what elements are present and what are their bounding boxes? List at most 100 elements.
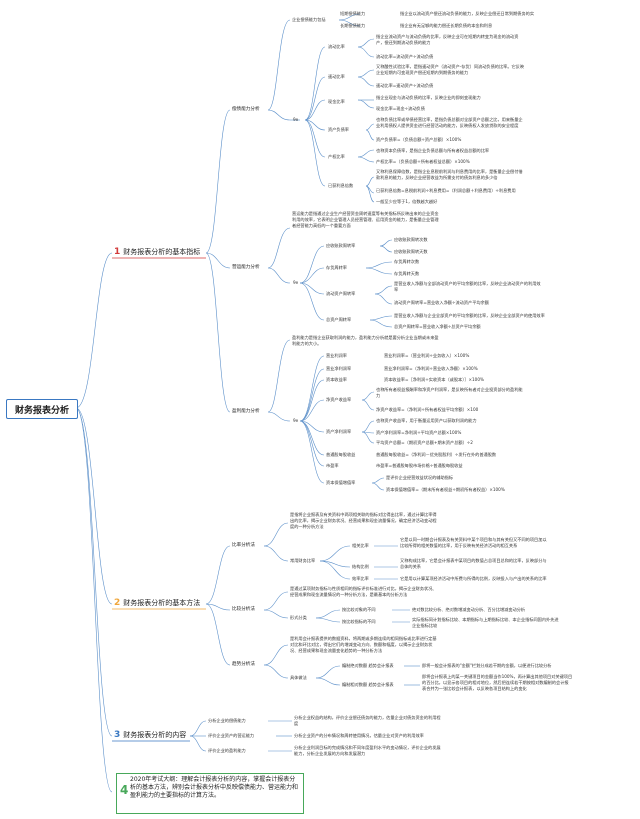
comparative-desc: 是通过某项财务指标与性质相同的指标评价标准进行对比，揭示企业财务状况、	[290, 586, 437, 591]
debt-ability-node[interactable]: 偿债能力分析	[232, 107, 260, 112]
common-ratios-node[interactable]: 常用财务比率	[290, 558, 316, 563]
content-operation-node[interactable]: 评价企业资产的营运能力	[208, 733, 255, 738]
ratio-analysis-node[interactable]: 比率分析法	[232, 543, 255, 548]
eps-node[interactable]: 普通股每股收益	[326, 452, 356, 457]
total-turnover-desc: 是营业收入净额与企业全部资产的平均余额的比率，反映企业全部资产的使用效率	[394, 313, 545, 318]
section-title: 财务报表分析的内容	[123, 731, 187, 739]
roa-node[interactable]: 资产净利润率	[326, 429, 352, 434]
interest-desc: 又称利息保障倍数，是指企业息税前利润与利息费用的比率，是衡量企业偿付借	[376, 169, 523, 174]
section-1-node[interactable]: 1 财务报表分析的基本指标	[114, 247, 200, 257]
vertical-trend-node[interactable]: 编制相对数额 趋势会计报表	[342, 682, 394, 687]
interest-formula: 已获利息倍数=息税前利润÷利息费用=（利润总额＋利息费用）÷利息费用	[376, 188, 516, 193]
debt-ratio-node[interactable]: 资产负债率	[328, 127, 349, 132]
trend-desc-2: 对比和环比对比，得出它们的增减变动方向、数额和幅度，以揭示企业财务状	[290, 642, 433, 647]
efficiency-ratio-desc: 它是用以计算某项经济活动中所费与所得的比例，反映投入与产出的关系的比率	[400, 576, 547, 581]
exam-syllabus-box[interactable]: 4 2020年考试大纲：理解会计报表分析的内容，掌握会计报表分析的基本方法，辨别…	[116, 773, 304, 814]
net-margin-node[interactable]: 营业净利润率	[326, 366, 352, 371]
section-3-node[interactable]: 3 财务报表分析的内容	[114, 730, 186, 740]
section-number: 4	[120, 783, 129, 797]
quick-ratio-node[interactable]: 速动比率	[328, 74, 345, 79]
pe-node[interactable]: 市盈率	[326, 463, 339, 468]
section-number: 2	[114, 598, 121, 608]
equity-ratio-formula: 产权比率=（负债总额÷所有者权益总额）×100%	[376, 159, 470, 164]
capital-return-node[interactable]: 资本收益率	[326, 377, 347, 382]
receivable-days: 应收账款周转天数	[394, 249, 428, 254]
horizontal-trend-node[interactable]: 编制绝对数额 趋势会计报表	[342, 663, 394, 668]
section-number: 1	[114, 247, 121, 257]
capital-preservation-desc: 是评价企业经营效益状况的辅助指标	[386, 475, 454, 480]
content-debt-node[interactable]: 分析企业的偿债能力	[208, 718, 246, 723]
current-turnover-desc-2: 率	[394, 287, 399, 292]
form-classification-node[interactable]: 形式分类	[290, 615, 307, 620]
cash-ratio-node[interactable]: 现金比率	[328, 99, 345, 104]
section-number: 3	[114, 730, 121, 740]
vertical-trend-desc-2: 的百分比，以显示各项目的相对地位，然后把连续若干期按相对数编制的会计报	[422, 680, 569, 685]
receivable-turnover-node[interactable]: 应收账款周转率	[326, 243, 356, 248]
section-2-node[interactable]: 2 财务报表分析的基本方法	[114, 598, 200, 608]
operating-margin-node[interactable]: 营业利润率	[326, 353, 347, 358]
cash-ratio-desc: 指企业现金与流动负债的比率，反映企业的即刻变现能力	[376, 95, 481, 100]
roe-node[interactable]: 净资产收益率	[326, 397, 352, 402]
content-debt-desc: 分析企业权益的结构，评价企业偿还债务的能力，估量企业对债务资金的利用程	[294, 715, 441, 720]
roa-desc: 也称资产收益率，用于衡量运用资产以获取利润的能力	[376, 418, 477, 423]
current-asset-turnover-node[interactable]: 流动资产周转率	[326, 291, 356, 296]
profit-ability-node[interactable]: 盈利能力分析	[232, 409, 260, 414]
ratio-analysis-desc-3: 度的一种分析方法	[290, 524, 324, 529]
current-ratio-desc-2: 产，偿还到期流动负债的能力	[376, 40, 431, 45]
long-term-label[interactable]: 长期偿债能力	[340, 23, 366, 28]
current-turnover-formula: 流动资产周转率=营业收入净额÷流动资产平均余额	[394, 300, 489, 305]
interest-cover-node[interactable]: 已获利息倍数	[328, 183, 354, 188]
receivable-times: 应收账款周转次数	[394, 237, 428, 242]
cash-ratio-formula: 现金比率=现金÷流动负债	[376, 106, 425, 111]
efficiency-ratio-node[interactable]: 效率比率	[352, 576, 369, 581]
quick-ratio-desc: 又称酸性试验比率，是指速动资产（流动资产-存货）同流动负债的比率。它反映	[376, 64, 525, 69]
section-title: 财务报表分析的基本方法	[123, 599, 201, 607]
inventory-days: 存货周转天数	[394, 271, 420, 276]
capital-preservation-node[interactable]: 资本保值增值率	[326, 480, 356, 485]
interest-note: 一般至少应等于1，倍数越大越好	[376, 199, 438, 204]
method-node[interactable]: 具体做法	[290, 675, 307, 680]
relative-ratio-desc-2: 比较所得的相关数值的比率，用于反映有关经济活动的相互关系	[400, 543, 518, 548]
current-ratio-desc: 指企业流动资产与流动负债的比率，反映企业可在短期内转变为现金的流动资	[376, 34, 519, 39]
by-object-desc: 绝对数比较分析、绝对数增减变动分析、百分比增减变动分析	[412, 607, 526, 612]
long-term-desc: 指企业有无足够的能力偿还长期负债的本金和利息	[400, 23, 493, 28]
ratio-analysis-desc: 是指将企业报表及有关资料中两项相关联的指标对比得出比率，通过计算比率得	[290, 512, 437, 517]
operation-desc: 营运能力是指通过企业生产经营资金周转速度等有关指标所反映出来的企业资金	[292, 211, 439, 216]
by-index-node[interactable]: 按比较指标的不同	[342, 619, 376, 624]
by-object-node[interactable]: 按比较对象的不同	[342, 607, 376, 612]
debt-ratio-desc-2: 业利用债权人提供资金进行经营活动的能力，反映债权人发放贷款的安全程度	[376, 123, 519, 128]
relative-ratio-node[interactable]: 相关比率	[352, 543, 369, 548]
total-asset-turnover-node[interactable]: 总资产周转率	[326, 317, 352, 322]
trend-analysis-node[interactable]: 趋势分析法	[232, 662, 255, 667]
current-ratio-node[interactable]: 流动比率	[328, 44, 345, 49]
equity-ratio-node[interactable]: 产权比率	[328, 154, 345, 159]
vertical-trend-desc-3: 表合并为一张比较会计报表，以反映各项目结构上的变化	[422, 686, 527, 691]
content-profit-desc: 分析企业利润目标的完成情况和不同年度盈利水平的变动情况，评价企业的发展	[294, 745, 441, 750]
vertical-trend-desc: 即将会计报表上的某一关键项目的金额当作100%，再计算出其他项目对关键项目	[422, 674, 573, 679]
trend-desc-3: 况、经营成果和现金流量变化趋势的一种分析方法	[290, 648, 383, 653]
eps-formula: 普通股每股收益=（净利润－优先股股利）÷发行在外的普通股数	[376, 452, 497, 457]
content-profit-node[interactable]: 评价企业的盈利能力	[208, 748, 246, 753]
current-turnover-desc: 是营业收入净额与全部流动资产的平均余额的比率，反映企业流动资产的利用效	[394, 281, 541, 286]
short-term-label[interactable]: 短期偿债能力	[340, 11, 366, 16]
ratio-analysis-desc-2: 出的比率，揭示企业财务状况、经营成果和现金流量情况，确定经济活动变动程	[290, 518, 437, 523]
root-node[interactable]: 财务报表分析	[6, 399, 78, 419]
roa-formula-2: 平均资产总额=（期初资产总额+期末资产总额）÷2	[376, 440, 473, 445]
comparative-desc-2: 经营成果和现金流量情况的一种分析方法，是最基本的分析方法	[290, 592, 408, 597]
inventory-turnover-node[interactable]: 存货周转率	[326, 265, 347, 270]
capital-preservation-formula: 资本保值增值率=（期末所有者权益÷期初所有者权益）×100%	[386, 487, 505, 492]
profit-desc-2: 利能力的大小。	[292, 341, 322, 346]
operation-desc-2: 利用的效率，它表明企业管理人员经营管理、运用资金的能力，是衡量企业管理	[292, 217, 439, 222]
exam-syllabus-text: 2020年考试大纲：理解会计报表分析的内容，掌握会计报表分析的基本方法，辨别会计…	[130, 776, 299, 799]
structure-ratio-node[interactable]: 结构比例	[352, 564, 369, 569]
quick-ratio-desc-2: 企业短期内可变现资产偿还短期内到期债务的能力	[376, 70, 469, 75]
operating-margin-formula: 营业利润率=（营业利润÷业务收入）×100%	[384, 353, 470, 358]
debt-ratio-desc: 也称负债比率或举债经营比率，是指负债总额对全部资产总额之比，用来衡量企	[376, 117, 523, 122]
comparative-analysis-node[interactable]: 比较分析法	[232, 607, 255, 612]
debt-ratio-formula: 资产负债率=（负债总额÷资产总额）×100%	[376, 137, 462, 142]
enterprise-debt-ability-label[interactable]: 企业偿债能力包括	[292, 17, 326, 22]
interest-desc-2: 款利息的能力，反映企业经营收益为所需支付的债务利息的多少倍	[376, 175, 498, 180]
operation-ability-node[interactable]: 营运能力分析	[232, 265, 260, 270]
quick-ratio-formula: 速动比率=速动资产÷流动负债	[376, 83, 434, 88]
